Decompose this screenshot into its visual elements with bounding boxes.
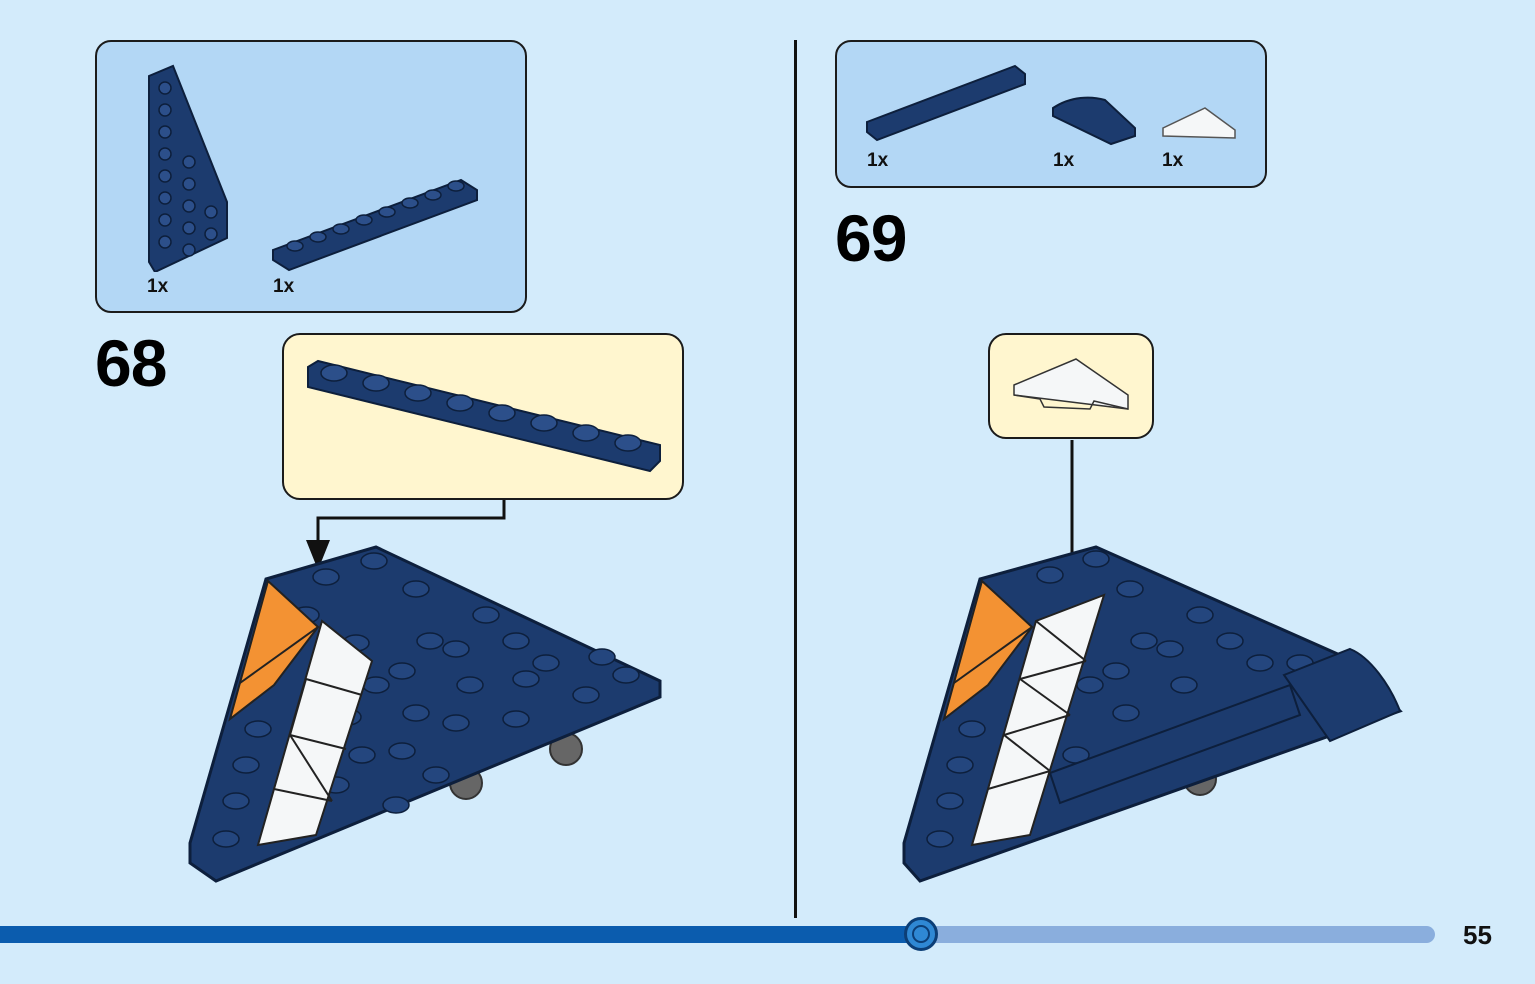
progress-knob[interactable] xyxy=(904,917,938,951)
part-quantity: 1x xyxy=(867,150,889,171)
wing-plate-part-image xyxy=(148,64,228,272)
plate-1x8-part-image xyxy=(272,178,478,272)
step-69-callout xyxy=(988,333,1154,439)
triangle-tile-callout-image xyxy=(1013,358,1129,410)
step-68-model-image xyxy=(188,545,662,883)
step-69-model-image xyxy=(902,545,1403,883)
part-quantity: 1x xyxy=(273,276,295,297)
part-quantity: 1x xyxy=(147,276,169,297)
curved-slope-part-image xyxy=(1052,96,1136,146)
page-number: 55 xyxy=(1463,920,1492,950)
step-68-parts-box: 1x 1x xyxy=(95,40,527,313)
step-69-parts-box: 1x 1x 1x xyxy=(835,40,1267,188)
progress-fill xyxy=(0,926,921,943)
part-quantity: 1x xyxy=(1162,150,1184,171)
part-quantity: 1x xyxy=(1053,150,1075,171)
placement-arrow xyxy=(306,500,506,570)
step-68-callout xyxy=(282,333,684,500)
tile-1x6-part-image xyxy=(866,64,1026,142)
triangle-tile-part-image xyxy=(1162,107,1236,139)
plate-1x8-callout-image xyxy=(307,359,661,473)
step-number: 69 xyxy=(835,201,907,275)
step-number: 68 xyxy=(95,326,167,400)
step-divider xyxy=(794,40,797,918)
